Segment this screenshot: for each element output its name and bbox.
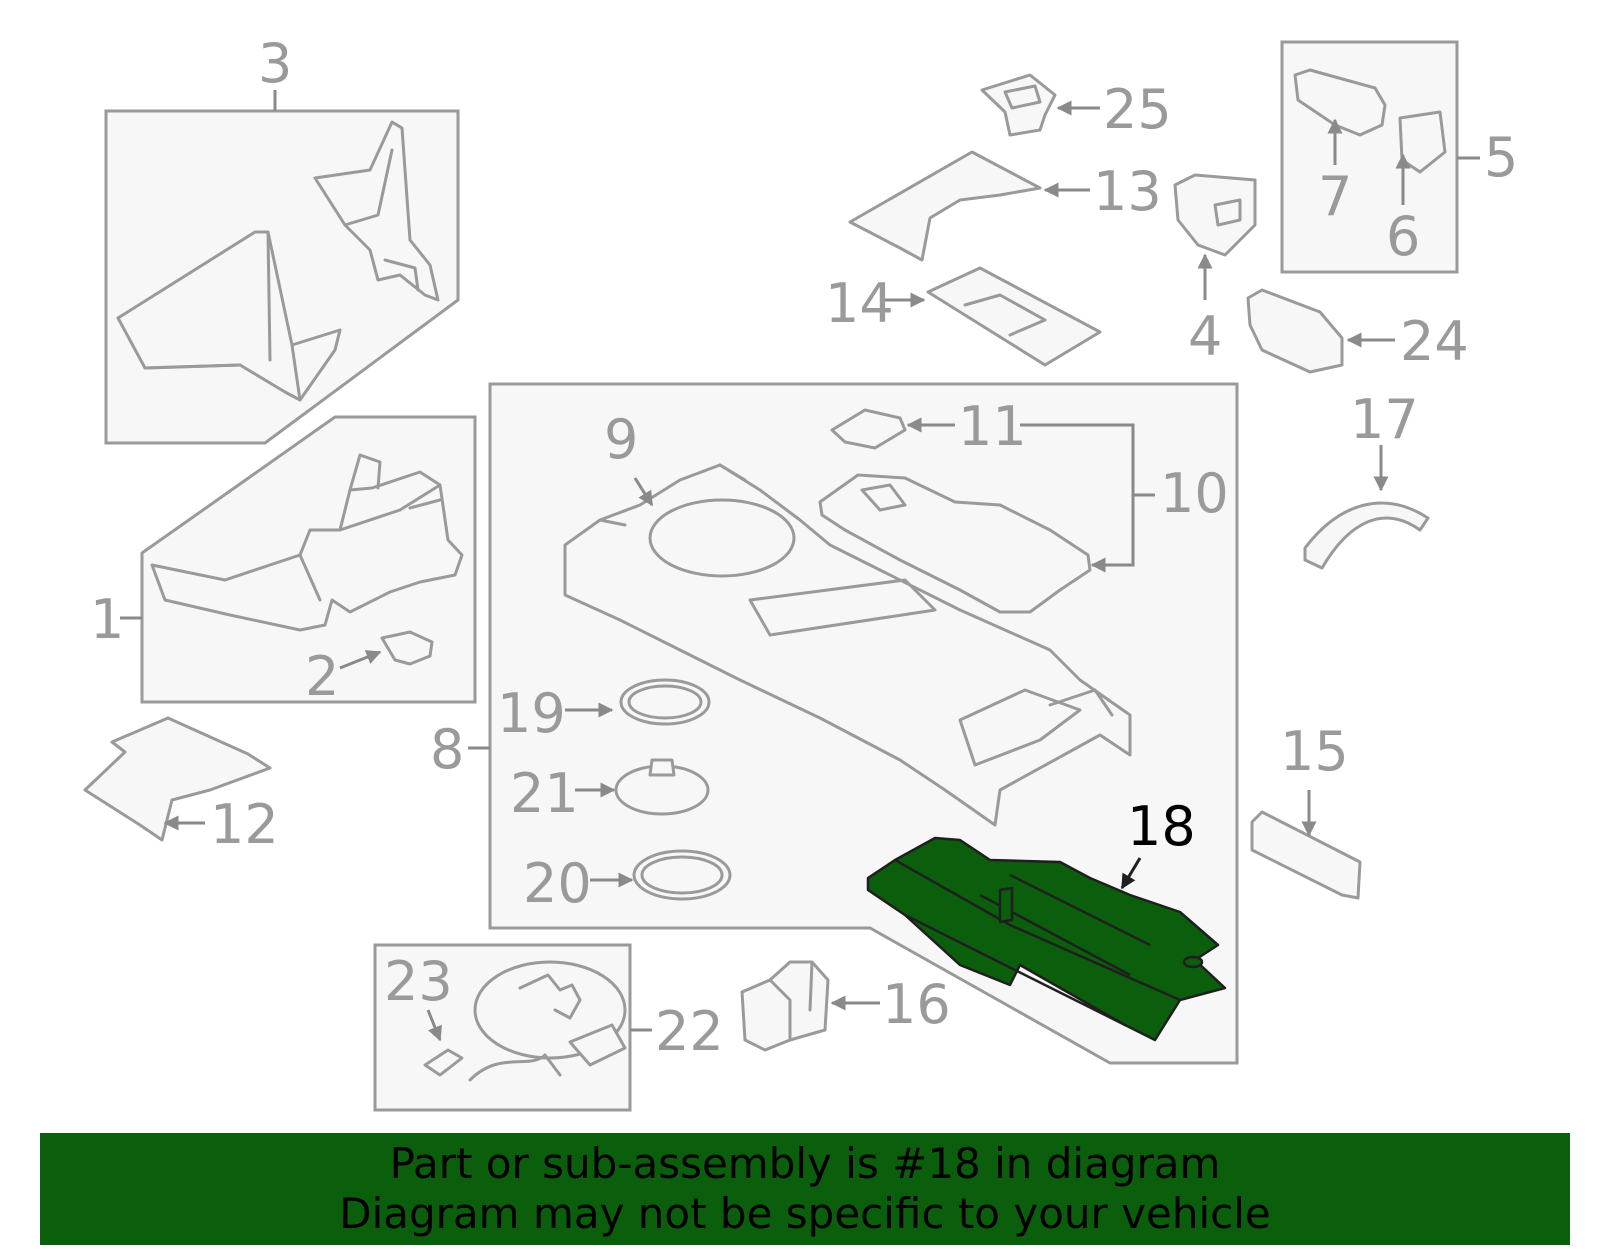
callout-22[interactable]: 22 [655, 1000, 724, 1063]
part-4-group: 4 [1173, 173, 1257, 368]
callout-3[interactable]: 3 [258, 32, 292, 95]
callout-10[interactable]: 10 [1160, 462, 1229, 525]
callout-25[interactable]: 25 [1103, 78, 1172, 141]
part-24-switch [1246, 288, 1344, 374]
callout-23[interactable]: 23 [384, 950, 453, 1013]
part-12-group: 12 [83, 716, 279, 856]
part-15-group: 15 [1250, 720, 1362, 900]
part-18-highlighted[interactable] [866, 836, 1227, 1042]
callout-6[interactable]: 6 [1386, 205, 1420, 268]
part-14-liner [926, 266, 1102, 367]
group-box-5: 5 7 6 [1280, 40, 1518, 274]
callout-18[interactable]: 18 [1127, 795, 1196, 858]
callout-20[interactable]: 20 [523, 852, 592, 915]
part-23-bulb [423, 1048, 464, 1077]
part-1-bracket [150, 470, 464, 632]
part-6-cap [1398, 110, 1447, 174]
part-9-cupholder [648, 498, 796, 578]
part-13-mat [848, 150, 1042, 262]
callout-5[interactable]: 5 [1484, 126, 1518, 189]
banner-line-2: Diagram may not be specific to your vehi… [339, 1189, 1271, 1238]
callout-9[interactable]: 9 [604, 408, 638, 471]
part-14-group: 14 [825, 266, 1102, 367]
callout-24[interactable]: 24 [1400, 310, 1469, 373]
part-17-group: 17 [1303, 388, 1430, 570]
callout-1[interactable]: 1 [90, 588, 124, 651]
callout-15[interactable]: 15 [1280, 720, 1349, 783]
group-box-22: 22 23 [373, 943, 724, 1112]
part-19-ring [619, 678, 711, 726]
part-24-group: 24 [1246, 288, 1469, 374]
info-banner: Part or sub-assembly is #18 in diagram D… [40, 1133, 1570, 1245]
group-box-3: 3 [104, 32, 460, 445]
part-2-clip [380, 630, 434, 666]
callout-16[interactable]: 16 [882, 973, 951, 1036]
callout-21[interactable]: 21 [510, 762, 579, 825]
part-17-cover [1303, 501, 1430, 570]
callout-8[interactable]: 8 [430, 718, 464, 781]
part-16-bracket [740, 960, 830, 1052]
part-20-ring [632, 849, 732, 901]
banner-line-1: Part or sub-assembly is #18 in diagram [389, 1139, 1221, 1188]
part-12-mat [83, 716, 272, 842]
callout-19[interactable]: 19 [497, 682, 566, 745]
part-15-panel [1250, 810, 1362, 900]
callout-14[interactable]: 14 [825, 272, 894, 335]
callout-7[interactable]: 7 [1318, 165, 1352, 228]
callout-4[interactable]: 4 [1188, 305, 1222, 368]
part-25-insert [980, 73, 1057, 137]
callout-2[interactable]: 2 [305, 645, 339, 708]
part-11-cover [830, 408, 907, 450]
callout-11[interactable]: 11 [958, 395, 1027, 458]
part-25-group: 25 [980, 73, 1172, 141]
group-box-8: 8 9 10 11 19 21 20 [430, 382, 1239, 1065]
group-box-1: 1 2 [90, 415, 477, 708]
part-13-group: 13 [848, 150, 1162, 262]
part-16-group: 16 [740, 960, 951, 1052]
callout-17[interactable]: 17 [1350, 388, 1419, 451]
part-3-right-bracket [313, 120, 440, 302]
parts-diagram: 3 1 2 12 8 9 1 [83, 32, 1518, 1112]
part-7-knob [1293, 68, 1387, 137]
callout-13[interactable]: 13 [1093, 160, 1162, 223]
callout-12[interactable]: 12 [210, 793, 279, 856]
